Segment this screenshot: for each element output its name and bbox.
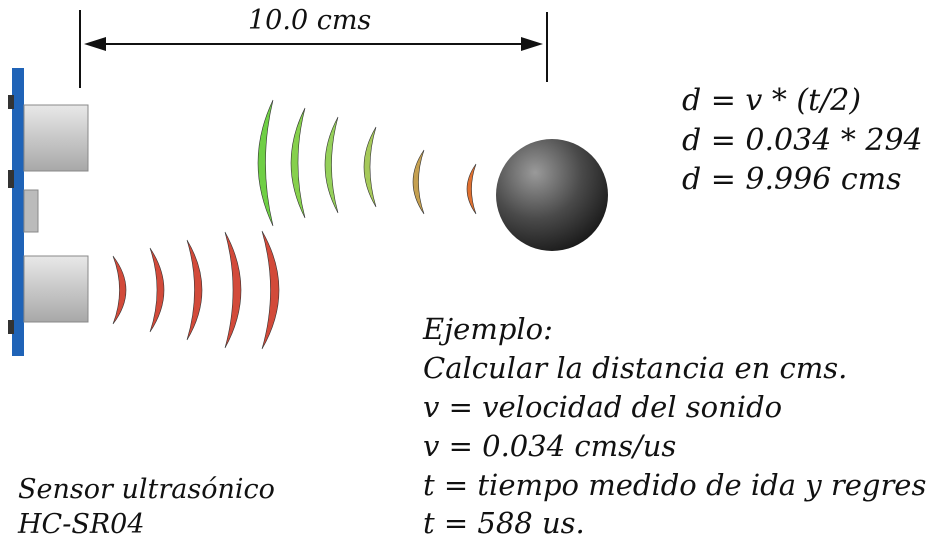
returning-wave-6 [466,163,477,215]
example-line-5: t = tiempo medido de ida y regreso [423,468,927,502]
outgoing-wave-1 [112,255,127,325]
example-line-3: v = velocidad del sonido [423,390,783,424]
sensor-name: Sensor ultrasónico [18,474,275,505]
arrow-head-left [84,37,106,51]
transmitter-transducer [23,104,89,172]
example-line-4: v = 0.034 cms/us [423,429,677,463]
receiver-transducer [23,255,89,323]
returning-wave-2 [290,107,306,219]
returning-wave-1 [257,99,274,227]
returning-wave-3 [324,116,339,214]
outgoing-wave-2 [149,247,165,333]
sensor-model: HC-SR04 [18,509,145,540]
arrow-head-right [521,37,543,51]
formula-line-3: d = 9.996 cms [682,162,902,197]
outgoing-waves [112,230,280,350]
distance-label: 10.0 cms [248,5,372,36]
outgoing-wave-4 [224,231,242,349]
returning-waves [257,99,477,227]
outgoing-wave-5 [261,230,280,350]
crystal [23,189,39,233]
formula-line-2: d = 0.034 * 294 [682,123,923,158]
example-line-6: t = 588 us. [423,506,585,540]
formula-line-1: d = v * (t/2) [682,83,862,118]
example-heading: Ejemplo: [423,312,553,346]
example-line-2: Calcular la distancia en cms. [423,351,848,385]
outgoing-wave-3 [186,239,203,341]
returning-wave-4 [363,126,377,208]
sensor-pcb [12,68,24,356]
hc-sr04-sensor [8,68,89,356]
returning-wave-5 [412,149,425,215]
target-object [496,139,608,251]
